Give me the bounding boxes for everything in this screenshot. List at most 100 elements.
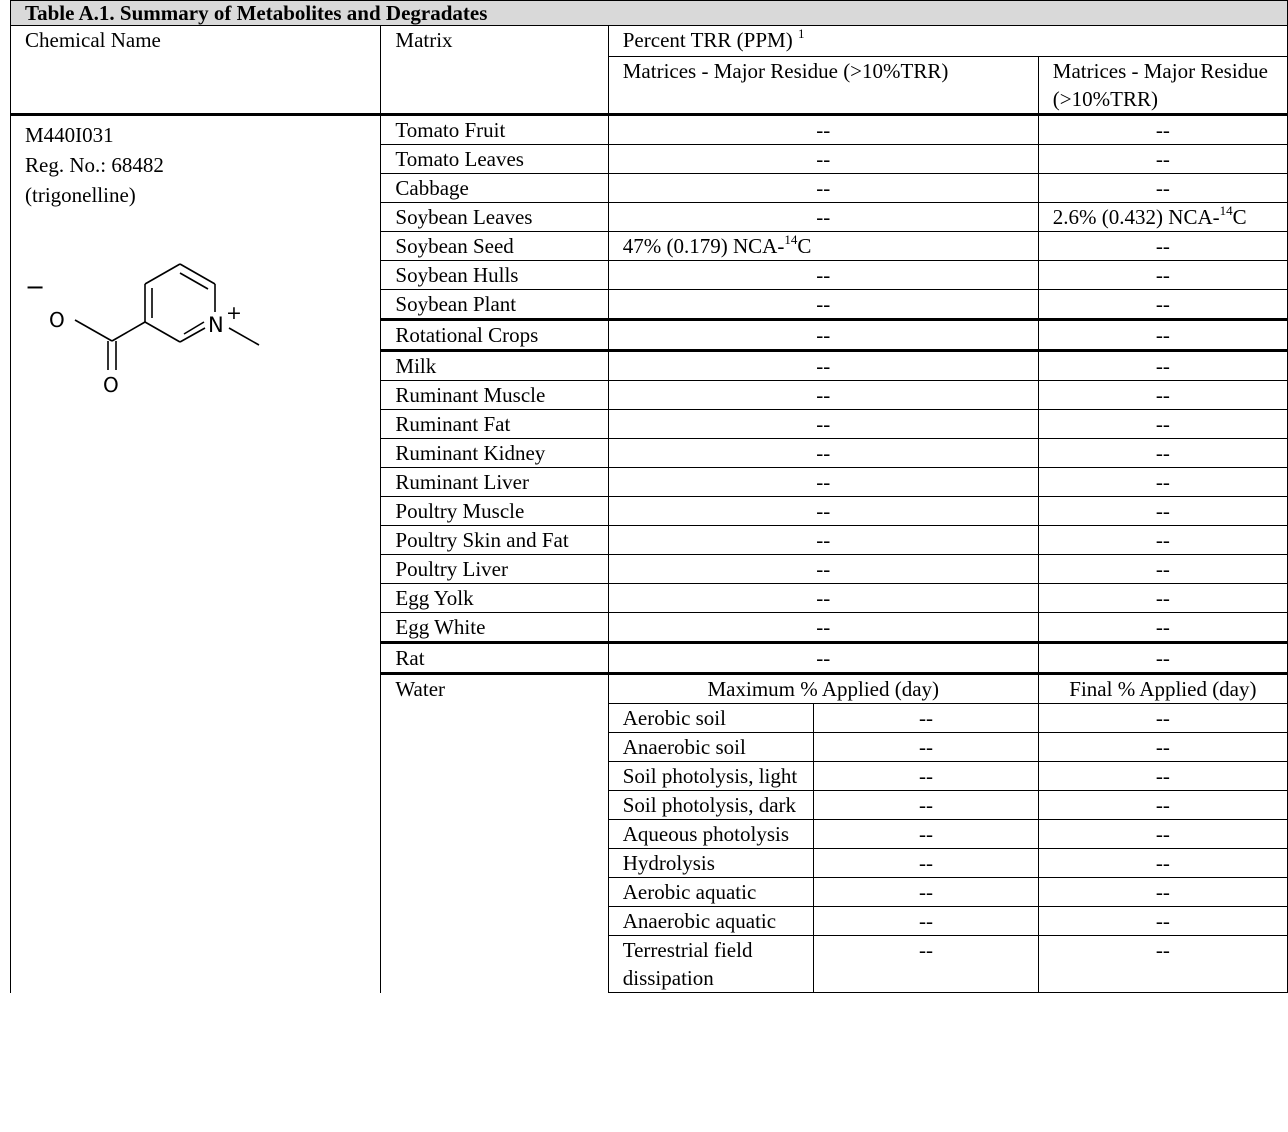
- table-row: Ruminant Kidney -- --: [11, 438, 1288, 468]
- residue-value-2: --: [1037, 583, 1288, 613]
- residue-value-1: --: [607, 173, 1039, 203]
- header-final-applied: Final % Applied (day): [1037, 672, 1288, 704]
- residue-value-2: --: [1037, 113, 1288, 145]
- residue-value-2: --: [1037, 554, 1288, 584]
- residue-value-2: --: [1037, 612, 1288, 643]
- matrix-cell: Ruminant Muscle: [380, 380, 609, 410]
- matrix-cell: Milk: [380, 349, 609, 381]
- matrix-cell: Soybean Hulls: [380, 260, 609, 290]
- residue-value-1: --: [607, 380, 1039, 410]
- header-matrix: Matrix: [380, 25, 609, 115]
- table-row: Hydrolysis -- --: [11, 848, 1288, 878]
- max-applied-value: --: [813, 761, 1039, 791]
- residue-value-2: --: [1037, 380, 1288, 410]
- header-percent-trr: Percent TRR (PPM) 1: [607, 25, 1288, 57]
- study-cell: Aerobic soil: [607, 703, 815, 733]
- table-row: Water Maximum % Applied (day) Final % Ap…: [11, 672, 1288, 993]
- final-applied-value: --: [1037, 703, 1288, 733]
- max-applied-value: --: [813, 848, 1039, 878]
- matrix-cell: Ruminant Fat: [380, 409, 609, 439]
- matrix-cell: Tomato Leaves: [380, 144, 609, 174]
- residue-value-1: --: [607, 409, 1039, 439]
- matrix-cell: Poultry Skin and Fat: [380, 525, 609, 555]
- matrix-cell: Poultry Liver: [380, 554, 609, 584]
- residue-value-2: --: [1037, 525, 1288, 555]
- study-cell: Aqueous photolysis: [607, 819, 815, 849]
- max-applied-value: --: [813, 819, 1039, 849]
- carbonyl-o-label: O: [103, 373, 119, 397]
- residue-value-1: --: [607, 583, 1039, 613]
- table-row: Ruminant Fat -- --: [11, 409, 1288, 439]
- residue-value-2: --: [1037, 409, 1288, 439]
- table-row: Soil photolysis, dark -- --: [11, 790, 1288, 820]
- matrix-cell: Ruminant Liver: [380, 467, 609, 497]
- table-row: Rat -- --: [11, 641, 1288, 674]
- matrix-cell: Tomato Fruit: [380, 113, 609, 145]
- table-row: Egg White -- --: [11, 612, 1288, 643]
- residue-value-1: --: [607, 612, 1039, 643]
- table-row: M440I031 Reg. No.: 68482 (trigonelline): [9, 113, 1288, 993]
- matrix-cell: Ruminant Kidney: [380, 438, 609, 468]
- residue-value-2: --: [1037, 318, 1288, 351]
- max-applied-value: --: [813, 906, 1039, 936]
- table-row: Ruminant Muscle -- --: [11, 380, 1288, 410]
- matrix-cell: Soybean Leaves: [380, 202, 609, 232]
- matrix-cell: Rat: [380, 641, 609, 674]
- nitrogen-plus-label: +: [226, 302, 242, 324]
- matrix-cell: Egg White: [380, 612, 609, 643]
- final-applied-value: --: [1037, 732, 1288, 762]
- header-chemical-name: Chemical Name: [9, 25, 382, 115]
- final-applied-value: --: [1037, 848, 1288, 878]
- residue-value-2: 2.6% (0.432) NCA-14C: [1037, 202, 1288, 232]
- max-applied-value: --: [813, 703, 1039, 733]
- final-applied-value: --: [1037, 819, 1288, 849]
- residue-value-1: --: [607, 260, 1039, 290]
- study-cell: Anaerobic aquatic: [607, 906, 815, 936]
- residue-value-2: --: [1037, 260, 1288, 290]
- metabolites-table: Table A.1. Summary of Metabolites and De…: [9, 0, 1288, 993]
- matrix-cell: Cabbage: [380, 173, 609, 203]
- residue-value-2: --: [1037, 231, 1288, 261]
- residue-value-1: --: [607, 496, 1039, 526]
- residue-value-2: --: [1037, 349, 1288, 381]
- nitrogen-label: N: [208, 313, 224, 337]
- matrix-cell: Soybean Seed: [380, 231, 609, 261]
- final-applied-value: --: [1037, 935, 1288, 993]
- study-cell: Terrestrial field dissipation: [607, 935, 815, 993]
- table-row: Cabbage -- --: [11, 173, 1288, 203]
- study-cell: Aerobic aquatic: [607, 877, 815, 907]
- table-row: Aerobic aquatic -- --: [11, 877, 1288, 907]
- table-row: Aqueous photolysis -- --: [11, 819, 1288, 849]
- residue-value-2: --: [1037, 289, 1288, 320]
- max-applied-value: --: [813, 877, 1039, 907]
- max-applied-value: --: [813, 732, 1039, 762]
- table-row: Soybean Hulls -- --: [11, 260, 1288, 290]
- max-applied-value: --: [813, 790, 1039, 820]
- residue-value-1: --: [607, 113, 1039, 145]
- matrix-cell: Rotational Crops: [380, 318, 609, 351]
- table-row: Soybean Leaves -- 2.6% (0.432) NCA-14C: [11, 202, 1288, 232]
- residue-value-1: --: [607, 349, 1039, 381]
- table-row: Ruminant Liver -- --: [11, 467, 1288, 497]
- final-applied-value: --: [1037, 906, 1288, 936]
- chemical-common-name: (trigonelline): [25, 183, 136, 207]
- study-cell: Anaerobic soil: [607, 732, 815, 762]
- residue-value-1: --: [607, 144, 1039, 174]
- final-applied-value: --: [1037, 790, 1288, 820]
- table-row: Aerobic soil -- --: [11, 703, 1288, 733]
- residue-value-1: --: [607, 202, 1039, 232]
- residue-value-1: --: [607, 554, 1039, 584]
- table-row: Terrestrial field dissipation -- --: [11, 935, 1288, 993]
- residue-value-1: --: [607, 318, 1039, 351]
- matrix-cell: Poultry Muscle: [380, 496, 609, 526]
- residue-value-1: --: [607, 525, 1039, 555]
- oxide-o-label: O: [49, 308, 65, 332]
- oxide-minus-label: −: [25, 273, 45, 301]
- study-cell: Hydrolysis: [607, 848, 815, 878]
- chemical-reg-no: Reg. No.: 68482: [25, 153, 164, 177]
- table-row: Soybean Seed 47% (0.179) NCA-14C --: [11, 231, 1288, 261]
- table-row: Egg Yolk -- --: [11, 583, 1288, 613]
- final-applied-value: --: [1037, 761, 1288, 791]
- final-applied-value: --: [1037, 877, 1288, 907]
- table-row: Milk -- --: [11, 349, 1288, 381]
